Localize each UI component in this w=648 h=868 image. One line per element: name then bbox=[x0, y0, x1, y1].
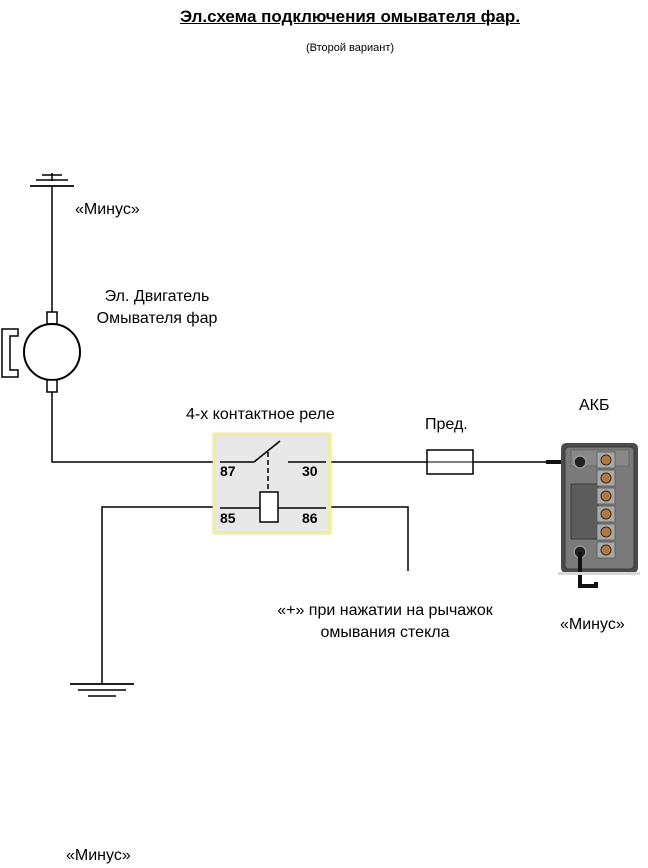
relay-pin-86: 86 bbox=[302, 510, 318, 526]
motor-label-line1: Эл. Двигатель bbox=[104, 288, 210, 305]
ground-bottom-label: «Минус» bbox=[66, 847, 131, 864]
battery-shadow bbox=[558, 572, 640, 575]
battery-cell-cap bbox=[600, 508, 612, 520]
relay-box: 87 30 85 86 bbox=[213, 433, 331, 534]
diagram-title: Эл.схема подключения омывателя фар. bbox=[179, 7, 521, 26]
ground-top-label: «Минус» bbox=[75, 201, 140, 218]
relay-pin-85: 85 bbox=[220, 510, 236, 526]
wire-85-to-ground bbox=[101, 506, 218, 684]
wire-86-to-switch bbox=[327, 506, 409, 571]
switch-label-line2: омывания стекла bbox=[320, 624, 450, 641]
battery-label: АКБ bbox=[579, 397, 610, 414]
battery-cell-cap bbox=[600, 544, 612, 556]
relay-pin-30: 30 bbox=[302, 463, 318, 479]
diagram-subtitle: (Второй вариант) bbox=[305, 42, 395, 54]
relay-label: 4-х контактное реле bbox=[186, 406, 335, 423]
wire-motor-to-87 bbox=[51, 392, 218, 463]
battery-cell-cap bbox=[600, 490, 612, 502]
battery-ground-label: «Минус» bbox=[560, 616, 625, 633]
battery-cell-cap bbox=[600, 454, 612, 466]
fuse-label: Пред. bbox=[425, 416, 468, 433]
battery-cell-cap bbox=[600, 526, 612, 538]
ground-top-symbol bbox=[30, 173, 74, 187]
motor-symbol bbox=[1, 311, 81, 393]
battery-symbol bbox=[561, 443, 638, 573]
relay-internal-symbol bbox=[220, 440, 326, 523]
battery-cell-cap bbox=[600, 472, 612, 484]
motor-label-line2: Омывателя фар bbox=[96, 310, 218, 327]
fuse-symbol bbox=[426, 449, 474, 475]
switch-label-line1: «+» при нажатии на рычажок bbox=[277, 602, 493, 619]
battery-ground-lead bbox=[578, 552, 598, 588]
relay-pin-87: 87 bbox=[220, 463, 236, 479]
ground-bottom-symbol bbox=[70, 683, 134, 697]
